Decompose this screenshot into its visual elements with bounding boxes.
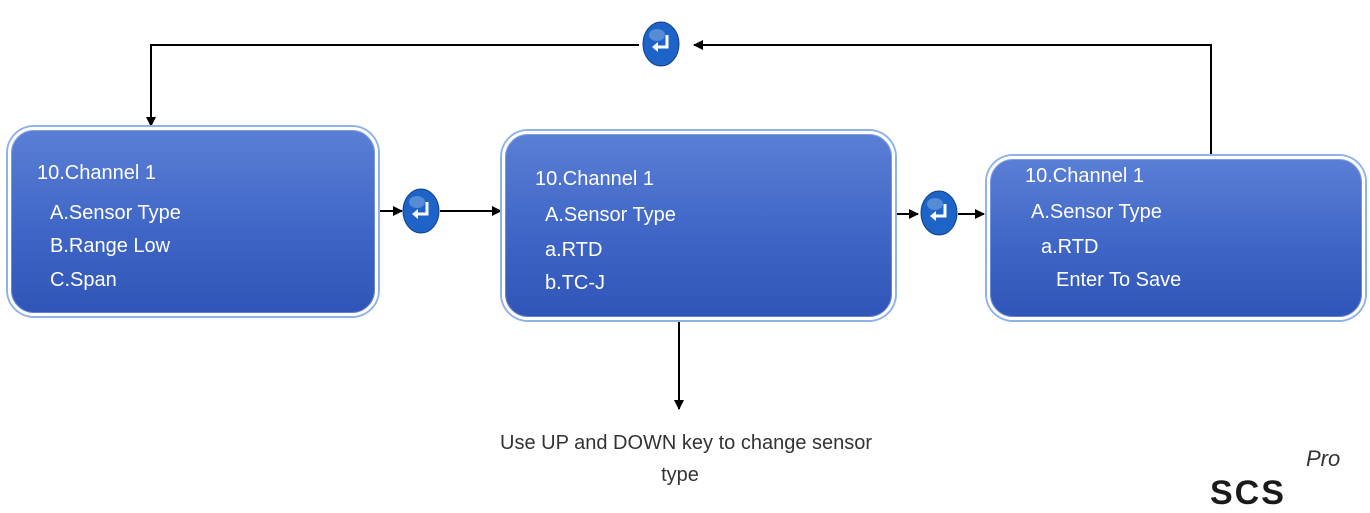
connector-layer (146, 40, 1212, 410)
screen-box-1: 10.Channel 1 A.Sensor Type B.Range Low C… (8, 127, 378, 316)
screen-box-3: 10.Channel 1 A.Sensor Type a.RTD Enter T… (987, 156, 1365, 320)
screen1-line4: C.Span (50, 269, 117, 291)
screen-box-2: 10.Channel 1 A.Sensor Type a.RTD b.TC-J (502, 131, 895, 320)
screen3-line2: A.Sensor Type (1031, 201, 1162, 223)
return-line-right (693, 40, 1212, 157)
return-line-left (146, 44, 639, 127)
caption-line2: type (661, 464, 699, 486)
instruction-caption: Use UP and DOWN key to change sensor typ… (500, 427, 872, 491)
brand-logo: SCS (1210, 474, 1286, 512)
screen2-line1: 10.Channel 1 (535, 168, 654, 190)
screen2-line4: b.TC-J (545, 272, 605, 294)
screen1-line2: A.Sensor Type (50, 202, 181, 224)
screen2-line3: a.RTD (545, 239, 603, 261)
brand-logo-sup: Pro (1306, 446, 1341, 471)
screen1-line1: 10.Channel 1 (37, 162, 156, 184)
enter-key-icon (920, 190, 958, 236)
screen3-line4: Enter To Save (1056, 269, 1182, 291)
screen3-line1: 10.Channel 1 (1025, 165, 1144, 187)
enter-key-icon (642, 21, 680, 67)
enter-key-icon (402, 188, 440, 234)
screen3-line3: a.RTD (1041, 236, 1099, 258)
caption-line1: Use UP and DOWN key to change sensor (500, 432, 873, 454)
screen2-line2: A.Sensor Type (545, 204, 676, 226)
screen1-line3: B.Range Low (50, 235, 171, 257)
